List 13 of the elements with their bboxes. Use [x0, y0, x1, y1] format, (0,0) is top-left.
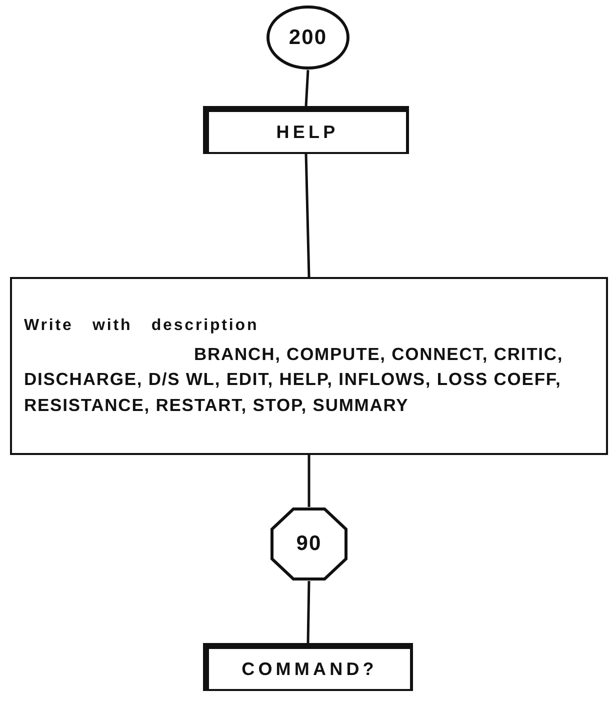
box-heading: Write with description	[24, 316, 260, 336]
process-box	[10, 277, 608, 455]
box-label: HELP	[276, 120, 339, 144]
process-box	[203, 106, 409, 154]
node-label: 90	[296, 531, 322, 558]
connector-line	[308, 455, 310, 507]
process-box	[203, 643, 413, 691]
connector-line	[304, 154, 310, 278]
connector-line	[304, 70, 310, 106]
node-label: 200	[288, 24, 328, 51]
connector-line	[306, 580, 310, 644]
box-label: COMMAND?	[242, 658, 378, 680]
box-text: BRANCH, COMPUTE, CONNECT, CRITIC, DISCHARGE, D/S WL, EDIT, HELP, INFLOWS, LOSS COEFF, RESISTANCE, RESTART, STOP, SUMMARY	[24, 342, 564, 417]
